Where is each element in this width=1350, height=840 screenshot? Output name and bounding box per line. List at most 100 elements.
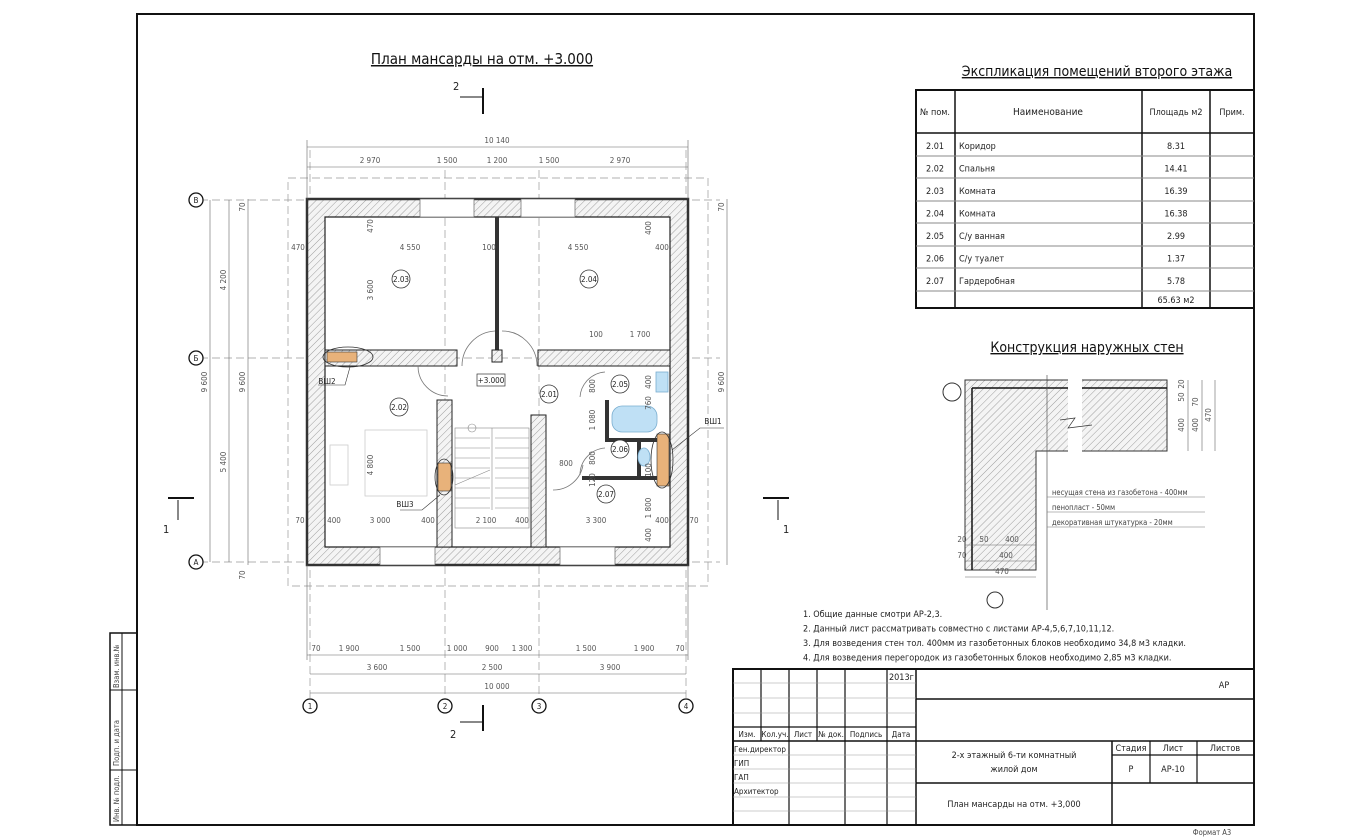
room-number: 2.05 [612, 380, 628, 389]
dimension-bottom: 70 [311, 644, 321, 653]
dimension-interior: 1 080 [588, 409, 597, 430]
dimension-left: 9 600 [238, 371, 247, 392]
section-label-top: 2 [453, 80, 459, 93]
project-name-line2: жилой дом [990, 765, 1037, 775]
wall-layer-label: декоративная штукатурка - 20мм [1052, 518, 1173, 527]
furniture [329, 371, 669, 497]
title-block [732, 668, 1255, 826]
wall-dimension: 50 [1177, 392, 1186, 402]
room-area-cell: 2.99 [1167, 232, 1185, 242]
revision-column-header: Кол.уч. [761, 730, 788, 739]
axis-label: 1 [308, 702, 313, 711]
revision-column-header: Лист [794, 730, 812, 739]
wall-layer-label: пенопласт - 50мм [1052, 503, 1115, 512]
dimension-bottom: 2 500 [482, 663, 503, 672]
dimension-interior: 2 100 [476, 516, 497, 525]
room-number: 2.02 [391, 403, 407, 412]
paper-format: Формат А3 [1193, 828, 1231, 837]
wall-dimension: 470 [995, 567, 1009, 576]
dimension-interior: 100 [644, 463, 653, 477]
title-block-year: 2013г [889, 673, 914, 683]
dimension-interior: 800 [559, 459, 573, 468]
general-note: 4. Для возведения перегородок из газобет… [803, 653, 1171, 664]
wall-section-detail [942, 375, 1216, 610]
revision-column-header: Изм. [739, 730, 756, 739]
dimension-left: 5 400 [219, 451, 228, 472]
dimension-bottom: 900 [485, 644, 499, 653]
wall-dimension: 470 [1204, 408, 1213, 422]
room-tag-circle [596, 484, 616, 504]
dimension-interior: 120 [588, 473, 597, 487]
axis-bubble [678, 698, 694, 714]
dimension-right: 9 600 [717, 371, 726, 392]
dimension-interior: 760 [644, 396, 653, 410]
dimension-interior: 3 300 [586, 516, 607, 525]
dimension-bottom: 1 900 [634, 644, 655, 653]
dimension-bottom: 1 000 [447, 644, 468, 653]
dimension-interior: 3 600 [366, 279, 375, 300]
dimension-interior: 400 [515, 516, 529, 525]
col-header-notes: Прим. [1219, 108, 1244, 118]
section-label-left: 1 [163, 523, 169, 536]
dimension-top: 2 970 [360, 156, 381, 165]
axis-label: Б [194, 354, 199, 363]
room-number-cell: 2.05 [926, 232, 944, 242]
room-number: 2.04 [581, 275, 597, 284]
sheet-value: АР-10 [1161, 765, 1185, 775]
dimension-interior: 70 [295, 516, 305, 525]
dimension-interior: 400 [655, 243, 669, 252]
dimension-interior: 100 [482, 243, 496, 252]
signatory-role: ГИП [734, 759, 749, 768]
dimension-left: 70 [238, 570, 247, 580]
dimension-interior: 400 [327, 516, 341, 525]
room-area-cell: 1.37 [1167, 255, 1185, 265]
dimension-left: 70 [238, 202, 247, 212]
room-name-cell: Коридор [959, 142, 996, 152]
explication-table [915, 89, 1255, 309]
wall-dimension: 400 [1005, 535, 1019, 544]
room-area-cell: 5.78 [1167, 277, 1185, 287]
room-number-cell: 2.04 [926, 210, 944, 220]
room-name-cell: Гардеробная [959, 276, 1015, 287]
dimension-interior: 3 000 [370, 516, 391, 525]
dimension-top: 1 200 [487, 156, 508, 165]
room-number: 2.06 [612, 445, 628, 454]
room-name-cell: С/у туалет [959, 255, 1004, 265]
room-name-cell: Комната [959, 187, 996, 197]
axis-bubble [531, 698, 547, 714]
axis-bubble [188, 554, 204, 570]
side-stamp [109, 632, 138, 826]
general-note: 1. Общие данные смотри АР-2,3. [803, 609, 942, 620]
room-area-cell: 8.31 [1167, 142, 1185, 152]
room-number: 2.03 [393, 275, 409, 284]
axis-label: 2 [443, 702, 448, 711]
dimension-interior: 100 [589, 330, 603, 339]
signatory-role: Архитектор [734, 787, 779, 796]
dimension-bottom: 1 500 [400, 644, 421, 653]
room-number-cell: 2.03 [926, 187, 944, 197]
wall-dimension: 400 [1191, 418, 1200, 432]
section-marks [168, 88, 789, 731]
dimension-right: 70 [717, 202, 726, 212]
signatory-role: Ген.директор [734, 745, 786, 754]
wall-detail-title: Конструкция наружных стен [990, 340, 1183, 356]
stage-value: Р [1129, 765, 1134, 775]
title-block-code: АР [1219, 681, 1230, 691]
col-header-area: Площадь м2 [1149, 108, 1202, 118]
wall-dimension: 400 [1177, 418, 1186, 432]
dimension-interior: 4 550 [400, 243, 421, 252]
dimension-top: 2 970 [610, 156, 631, 165]
room-number-cell: 2.07 [926, 277, 944, 287]
stage-label: Стадия [1115, 744, 1146, 754]
axis-bubble [302, 698, 318, 714]
dimension-bottom: 1 300 [512, 644, 533, 653]
shaft-label: ВШ1 [704, 417, 721, 426]
dimension-top: 10 140 [484, 136, 510, 145]
shaft-label: ВШ3 [396, 500, 413, 509]
room-tag-circle [610, 439, 630, 459]
room-number: 2.07 [598, 490, 614, 499]
shaft-label: ВШ2 [318, 377, 335, 386]
staircase [454, 423, 530, 529]
dimension-interior: 4 800 [366, 454, 375, 475]
explication-total: 65.63 м2 [1157, 296, 1194, 306]
